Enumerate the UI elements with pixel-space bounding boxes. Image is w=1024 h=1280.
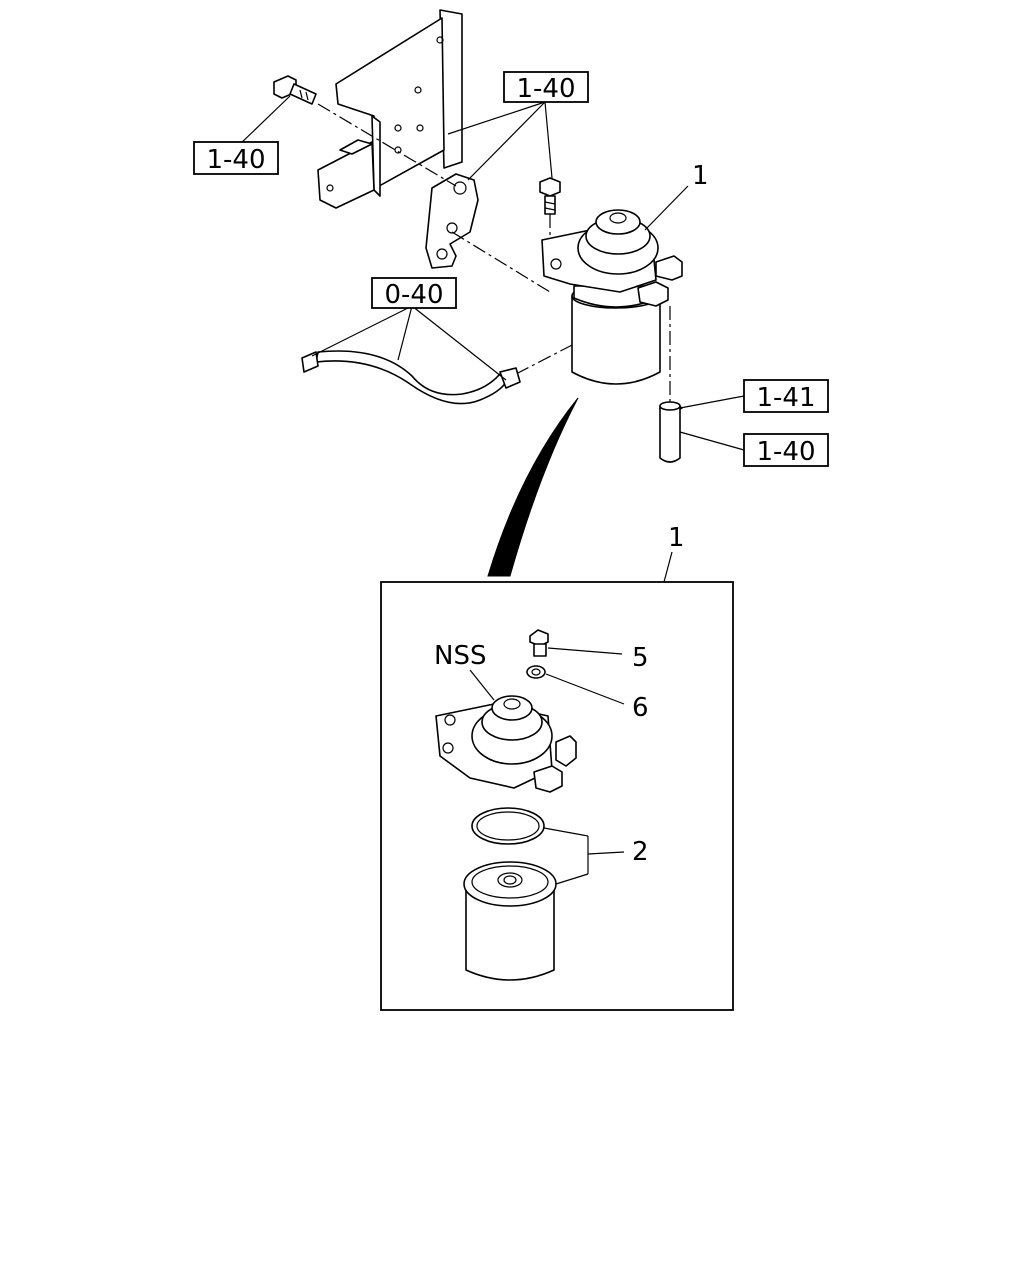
ref-box-bolt[interactable]: 1-40: [193, 141, 279, 175]
callout-screw: 5: [632, 643, 649, 673]
filter-head: [435, 695, 577, 793]
ref-box-hose[interactable]: 0-40: [371, 277, 457, 310]
callout-element-and-ring: 2: [632, 837, 649, 867]
callout-washer: 6: [632, 693, 649, 723]
screw-part: [529, 629, 549, 657]
o-ring-part: [471, 807, 545, 845]
washer-part: [526, 665, 546, 679]
fuel-pipe: [659, 401, 681, 463]
detail-link-arrow: [487, 397, 579, 577]
ref-box-pipe[interactable]: 1-40: [743, 433, 829, 467]
ref-box-bracket[interactable]: 1-40: [503, 71, 589, 104]
fuel-hose: [301, 350, 521, 405]
mounting-bracket: [317, 9, 463, 209]
ref-label-bolt: 1-40: [206, 145, 265, 175]
ref-box-clip[interactable]: 1-41: [743, 379, 829, 413]
ref-label-hose: 0-40: [384, 280, 443, 310]
detail-callout-number: 1: [668, 523, 685, 553]
bracket-bolt: [273, 75, 317, 105]
head-bolt: [539, 177, 561, 215]
fuel-filter-assembly: [541, 209, 683, 385]
top-leader-lines: [237, 95, 745, 451]
small-bracket: [425, 173, 479, 269]
filter-element: [463, 861, 557, 981]
nss-label: NSS: [434, 641, 486, 671]
ref-label-pipe: 1-40: [756, 437, 815, 467]
ref-label-bracket: 1-40: [516, 74, 575, 104]
detail-frame: [380, 581, 734, 1011]
callout-filter-assembly: 1: [692, 161, 709, 191]
ref-label-clip: 1-41: [756, 383, 815, 413]
